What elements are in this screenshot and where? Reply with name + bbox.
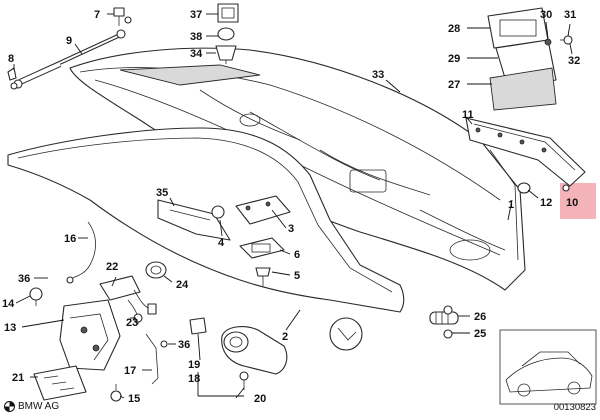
clip-8 [7,67,18,90]
bmw-logo-icon [4,401,15,412]
handle-strip [465,117,586,194]
label-15: 15 [128,393,140,405]
label-17: 17 [124,365,136,377]
gas-strut [13,29,126,89]
label-25: 25 [474,328,486,340]
car-thumbnail [499,329,597,405]
leader-lines [13,13,573,399]
label-18: 18 [188,373,200,385]
label-20: 20 [254,393,266,405]
label-29: 29 [448,53,460,65]
license-plate-parts [487,7,573,111]
label-22: 22 [106,261,118,273]
label-14: 14 [2,298,15,310]
label-37: 37 [190,9,202,21]
label-32: 32 [568,55,580,67]
label-6: 6 [294,249,300,261]
label-27: 27 [448,79,460,91]
detail-inset [329,317,363,351]
label-23: 23 [126,317,138,329]
label-21: 21 [12,372,24,384]
label-9: 9 [66,35,72,47]
label-4: 4 [218,237,225,249]
lock-assembly [29,287,122,402]
label-2: 2 [282,331,288,343]
label-33: 33 [372,69,384,81]
label-31: 31 [564,9,576,21]
label-34: 34 [190,48,203,60]
rod-and-clips [145,303,168,385]
brand-footer: BMW AG [4,401,59,412]
label-19: 19 [188,359,200,371]
diagram-number: 00130823 [553,402,596,413]
label-24: 24 [176,279,189,291]
brand-name: BMW AG [18,401,60,412]
label-7: 7 [94,9,100,21]
label-38: 38 [190,31,202,43]
label-10: 10 [566,197,578,209]
label-11: 11 [462,109,474,121]
label-1: 1 [508,199,514,211]
release-cable [66,221,96,284]
hinge-bracket [157,195,291,286]
part-labels: 7 9 8 37 38 34 33 28 29 27 30 31 32 11 1… [2,9,580,405]
label-5: 5 [294,270,300,282]
label-36-left: 36 [18,273,30,285]
label-3: 3 [288,223,294,235]
actuator [189,317,288,390]
label-35: 35 [156,187,168,199]
label-36-right: 36 [178,339,190,351]
label-12: 12 [540,197,552,209]
buffer-parts [429,305,459,339]
label-16: 16 [64,233,76,245]
lock-cylinder [99,261,167,325]
label-8: 8 [8,53,14,65]
label-28: 28 [448,23,460,35]
label-26: 26 [474,311,486,323]
label-13: 13 [4,322,16,334]
label-30: 30 [540,9,552,21]
bolt-7 [113,7,132,26]
buffer-stack [215,3,239,64]
